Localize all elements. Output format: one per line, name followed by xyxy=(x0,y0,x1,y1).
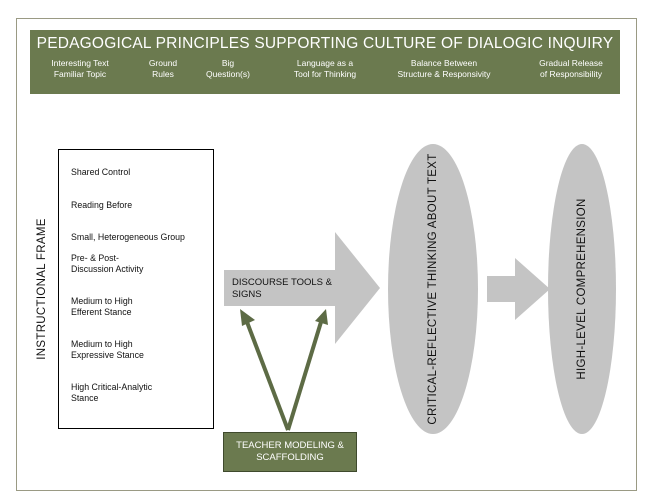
frame-item-small-group: Small, Heterogeneous Group xyxy=(71,232,185,242)
frame-item-expressive-stance: Medium to High Expressive Stance xyxy=(71,339,144,360)
outer-frame xyxy=(16,18,637,491)
discourse-tools-label: DISCOURSE TOOLS & SIGNS xyxy=(232,277,332,300)
principle-balance: Balance Between Structure & Responsivity xyxy=(397,58,491,79)
teacher-arrow-left-line xyxy=(245,321,290,431)
frame-item-critical-analytic-stance: High Critical-Analytic Stance xyxy=(71,382,153,403)
frame-item-reading-before: Reading Before xyxy=(71,200,133,210)
critical-reflective-ellipse xyxy=(388,144,478,434)
principles-banner: PEDAGOGICAL PRINCIPLES SUPPORTING CULTUR… xyxy=(30,30,620,94)
principle-language-tool: Language as a Tool for Thinking xyxy=(293,58,357,79)
high-level-comprehension-label: HIGH-LEVEL COMPREHENSION xyxy=(576,198,588,380)
critical-reflective-label: CRITICAL-REFLECTIVE THINKING ABOUT TEXT xyxy=(427,153,439,425)
high-level-ellipse xyxy=(548,144,616,434)
principle-ground-rules: Ground Rules xyxy=(148,58,178,79)
principle-interesting-text: Interesting Text Familiar Topic xyxy=(51,58,109,79)
connector-arrow xyxy=(487,258,550,320)
teacher-arrow-left-head xyxy=(240,309,255,326)
instructional-frame-box: Shared Control Reading Before Small, Het… xyxy=(58,149,214,429)
principle-big-questions: Big Question(s) xyxy=(206,58,250,79)
banner-title: PEDAGOGICAL PRINCIPLES SUPPORTING CULTUR… xyxy=(36,35,614,52)
frame-item-efferent-stance: Medium to High Efferent Stance xyxy=(71,296,133,317)
teacher-arrow-right-line xyxy=(286,321,323,431)
principle-gradual-release: Gradual Release of Responsibility xyxy=(539,58,603,79)
teacher-arrow-right-head xyxy=(315,309,328,325)
teacher-modeling-box: TEACHER MODELING & SCAFFOLDING xyxy=(223,432,357,472)
frame-item-shared-control: Shared Control xyxy=(71,167,131,177)
frame-item-pre-post-discussion: Pre- & Post- Discussion Activity xyxy=(71,253,144,274)
discourse-tools-arrow xyxy=(224,232,380,344)
